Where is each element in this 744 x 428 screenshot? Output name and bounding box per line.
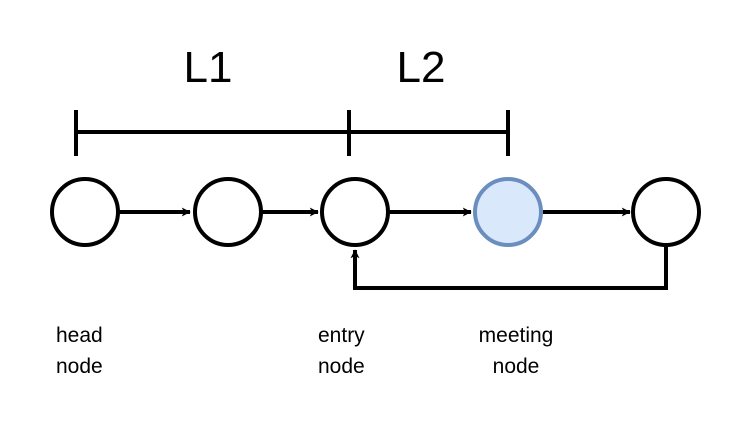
caption-meeting-line2: node [493,355,540,378]
segment-label-l1: L1 [184,43,233,92]
list-node [50,177,120,247]
nodes [50,177,701,247]
caption-meeting: meeting node [479,324,554,378]
caption-entry-line2: node [318,355,365,378]
list-node-entry [320,177,390,247]
caption-head: head node [56,324,103,378]
edges [119,207,668,290]
segment-label-l2: L2 [397,43,446,92]
caption-head-line1: head [56,324,103,347]
caption-entry-line1: entry [318,324,365,347]
caption-head-line2: node [56,355,103,378]
list-node [193,177,263,247]
list-node-meeting [473,177,543,247]
caption-meeting-line1: meeting [479,324,554,347]
cycle-back-edge [350,245,668,290]
length-bracket [74,110,510,156]
list-node [631,177,701,247]
caption-entry: entry node [318,324,365,378]
